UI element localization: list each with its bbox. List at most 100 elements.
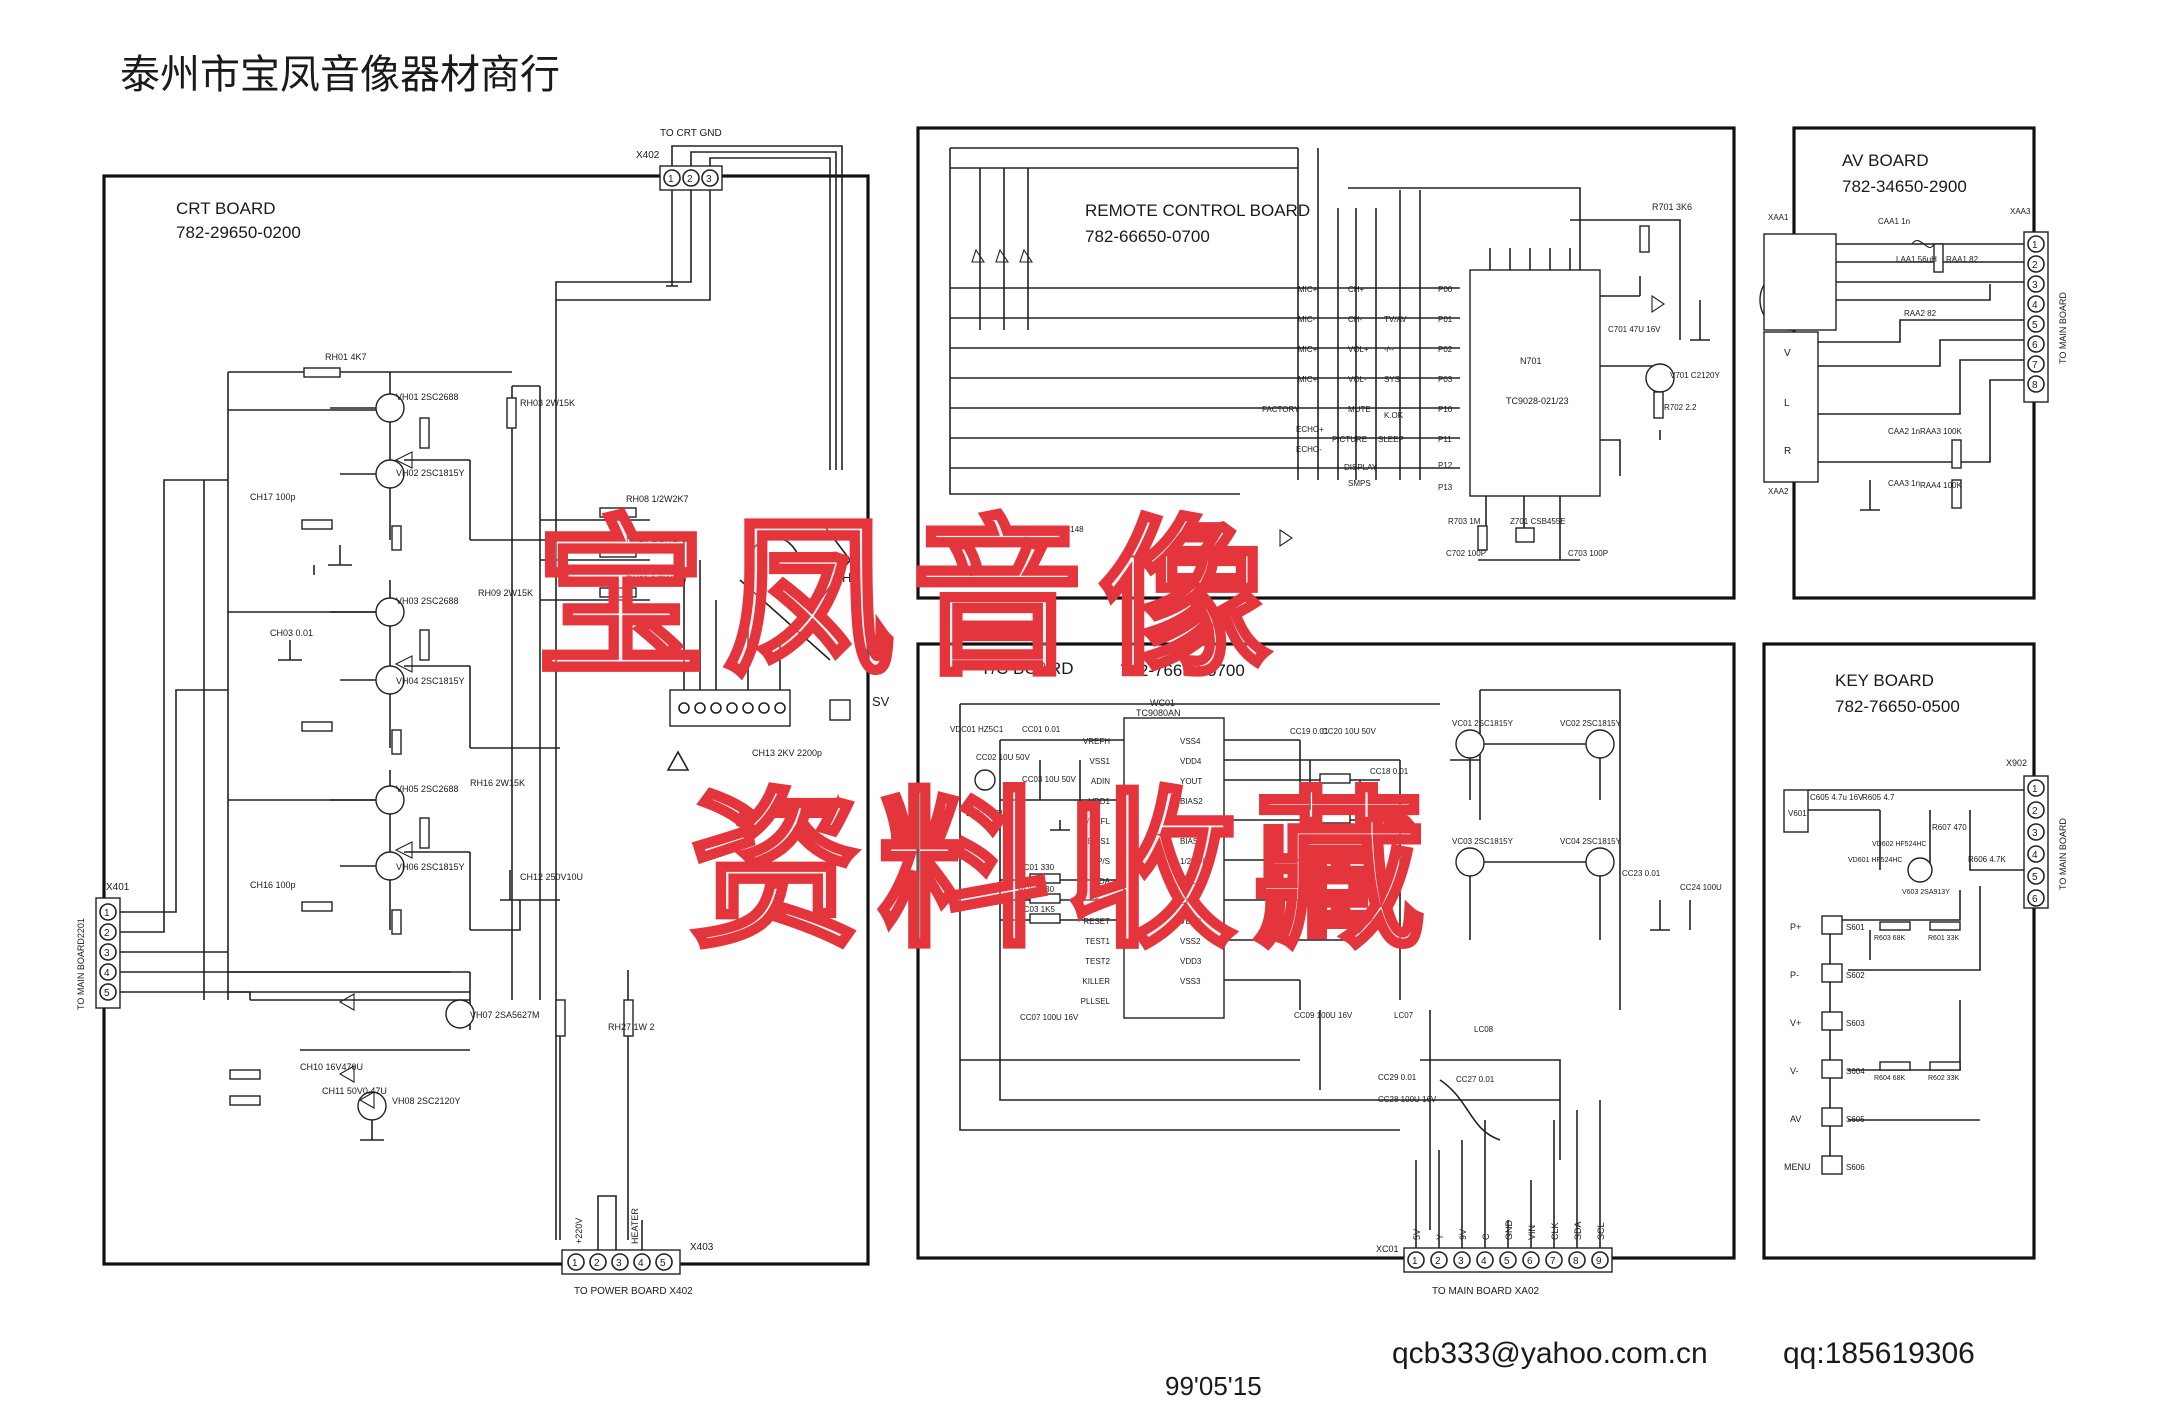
x902-pin-3: 3 bbox=[2032, 828, 2038, 839]
svg-text:V701 C2120Y: V701 C2120Y bbox=[1670, 371, 1720, 380]
av-raa2: RAA2 82 bbox=[1904, 309, 1937, 318]
svg-text:RH11 1/2W2K7: RH11 1/2W2K7 bbox=[626, 574, 688, 584]
svg-text:RH08 1/2W2K7: RH08 1/2W2K7 bbox=[626, 494, 689, 504]
switch-s604: S604 bbox=[1846, 1067, 1865, 1076]
x402-pin-1: 1 bbox=[668, 174, 674, 185]
yc-pin-l-10: TEST1 bbox=[1085, 937, 1110, 946]
yc-cc27: CC27 0.01 bbox=[1456, 1075, 1495, 1084]
yc-cc01: CC01 0.01 bbox=[1022, 725, 1061, 734]
yc-pin-l-9: RESET bbox=[1083, 917, 1110, 926]
xc01-pl-3: 9V bbox=[1458, 1229, 1468, 1240]
yc-rc01: RC01 330 bbox=[1018, 863, 1055, 872]
key-v603: V603 2SA913Y bbox=[1902, 889, 1950, 896]
svg-text:RH09 2W15K: RH09 2W15K bbox=[478, 588, 533, 598]
yc-rc02: RC02 330 bbox=[1018, 885, 1055, 894]
svg-text:VH08 2SC2120Y: VH08 2SC2120Y bbox=[392, 1096, 461, 1106]
yc-cc09: CC09 100U 16V bbox=[1294, 1011, 1353, 1020]
key-r606: R606 4.7K bbox=[1968, 855, 2006, 864]
x402-pin-2: 2 bbox=[687, 174, 693, 185]
xc01-label: TO MAIN BOARD XA02 bbox=[1432, 1286, 1540, 1297]
remote-ic-pin-p03: P03 bbox=[1438, 375, 1453, 384]
xaa3-pin-3: 3 bbox=[2032, 280, 2038, 291]
mark-hv: HV bbox=[842, 570, 860, 585]
xc01-pl-4: C bbox=[1481, 1233, 1491, 1240]
av-board-part-no: 782-34650-2900 bbox=[1842, 177, 1967, 196]
switch-s601: S601 bbox=[1846, 923, 1865, 932]
yc-board: Y/C BOARD 782-76650-5700 WC01 TC9080AN V… bbox=[916, 642, 1736, 1297]
remote-ic-pin-p10: P10 bbox=[1438, 405, 1453, 414]
key-switches: S601 S602 S603 S604 S605 S606 P+ P- V+ V… bbox=[1784, 915, 1865, 1175]
av-xaa1: XAA1 bbox=[1768, 213, 1789, 222]
yc-cc20: CC20 10U 50V bbox=[1322, 727, 1376, 736]
connector-x401: 1 2 3 4 5 X401 TO MAIN BOARD2201 bbox=[76, 479, 450, 1010]
key-label-19: SMPS bbox=[1348, 479, 1371, 488]
key-label-12: PICTURE bbox=[1332, 435, 1367, 444]
x902-pin-6: 6 bbox=[2032, 894, 2038, 905]
yc-pin-l-2: ADIN bbox=[1091, 777, 1110, 786]
mark-sv: SV bbox=[872, 694, 890, 709]
xc01-pl-8: SDA bbox=[1573, 1221, 1583, 1240]
av-raa3: RAA3 100K bbox=[1920, 427, 1962, 436]
xaa3-pin-4: 4 bbox=[2032, 300, 2038, 311]
svg-text:CH12 250V10U: CH12 250V10U bbox=[520, 872, 583, 882]
key-label-10: VOL- bbox=[1348, 375, 1367, 384]
x902-pin-4: 4 bbox=[2032, 850, 2038, 861]
xc01-pin-3: 3 bbox=[1458, 1256, 1464, 1267]
key-label-0: MIC+ bbox=[1298, 285, 1318, 294]
switch-s605: S605 bbox=[1846, 1115, 1865, 1124]
svg-text:RH16 2W15K: RH16 2W15K bbox=[470, 778, 525, 788]
x403-pin-label-1: +220V bbox=[574, 1218, 584, 1244]
yc-pin-l-12: KILLER bbox=[1082, 977, 1110, 986]
x401-pin-5: 5 bbox=[104, 988, 110, 999]
yc-vdc01: VDC01 HZ5C1 bbox=[950, 725, 1004, 734]
x401-pin-2: 2 bbox=[104, 928, 110, 939]
key-label-9: VOL+ bbox=[1348, 345, 1369, 354]
yc-cc19: CC19 0.01 bbox=[1290, 727, 1329, 736]
yc-ic-model: TC9080AN bbox=[1136, 708, 1181, 718]
remote-ic-model: TC9028-021/23 bbox=[1506, 396, 1569, 406]
remote-ic-ref: N701 bbox=[1520, 356, 1542, 366]
xc01-pin-4: 4 bbox=[1481, 1256, 1487, 1267]
xc01-pl-1: 5V bbox=[1412, 1229, 1422, 1240]
x401-pin-1: 1 bbox=[104, 908, 110, 919]
svg-text:VD702~VD707 IN4148: VD702~VD707 IN4148 bbox=[1002, 525, 1084, 534]
svg-text:CH03 0.01: CH03 0.01 bbox=[270, 628, 313, 638]
xaa3-pin-6: 6 bbox=[2032, 340, 2038, 351]
svg-text:C701 47U 16V: C701 47U 16V bbox=[1608, 325, 1661, 334]
x401-pin-3: 3 bbox=[104, 948, 110, 959]
yc-cc28: CC28 100U 16V bbox=[1378, 1095, 1437, 1104]
yc-cc29: CC29 0.01 bbox=[1378, 1073, 1417, 1082]
svg-text:VH05 2SC2688: VH05 2SC2688 bbox=[396, 784, 459, 794]
xaa3-pin-7: 7 bbox=[2032, 360, 2038, 371]
yc-pin-l-1: VSS1 bbox=[1090, 757, 1111, 766]
yc-cc03: CC03 10U 50V bbox=[1022, 775, 1076, 784]
crt-socket: HV CV SV CH13 2KV 2200p bbox=[666, 519, 890, 771]
key-label-av: AV bbox=[1790, 1114, 1801, 1124]
remote-ic-pin-p11: P11 bbox=[1438, 435, 1452, 444]
key-label-18: TV/AV bbox=[1384, 315, 1407, 324]
yc-board-part-no: 782-76650-5700 bbox=[1120, 661, 1245, 680]
yc-vc03: VC03 2SC1815Y bbox=[1452, 837, 1514, 846]
av-raa4: RAA4 100K bbox=[1920, 481, 1962, 490]
key-label-14: DISPLAY bbox=[1344, 463, 1378, 472]
key-label-3: MIC+ bbox=[1298, 375, 1318, 384]
av-laa1: LAA1 56uH bbox=[1896, 255, 1937, 264]
svg-text:R701 3K6: R701 3K6 bbox=[1652, 202, 1692, 212]
yc-pin-r-6: 1/2VDD bbox=[1180, 857, 1208, 866]
av-jack-l: L bbox=[1784, 398, 1790, 409]
key-r604: R604 68K bbox=[1874, 1075, 1905, 1082]
x902-pin-2: 2 bbox=[2032, 806, 2038, 817]
svg-text:VH06 2SC1815Y: VH06 2SC1815Y bbox=[396, 862, 465, 872]
xaa3-label: TO MAIN BOARD bbox=[2058, 292, 2068, 364]
av-raa1: RAA1 82 bbox=[1946, 255, 1979, 264]
remote-ic-pin-p13: P13 bbox=[1438, 483, 1453, 492]
xaa3-pin-1: 1 bbox=[2032, 240, 2038, 251]
crt-stage-r: RH01 4K7 VH01 2SC2688 VH02 2SC1815Y RH03… bbox=[250, 352, 575, 575]
yc-pin-l-0: VREFH bbox=[1083, 737, 1110, 746]
drawing-date: 99'05'15 bbox=[1165, 1371, 1262, 1401]
yc-pin-r-5: BIAS3 bbox=[1180, 837, 1203, 846]
remote-ic-pin-p01: P01 bbox=[1438, 315, 1453, 324]
yc-pin-r-12: VSS3 bbox=[1180, 977, 1201, 986]
key-r603: R603 68K bbox=[1874, 935, 1905, 942]
av-board: AV BOARD 782-34650-2900 XAA1 XAA2 V L R … bbox=[1759, 126, 2068, 600]
